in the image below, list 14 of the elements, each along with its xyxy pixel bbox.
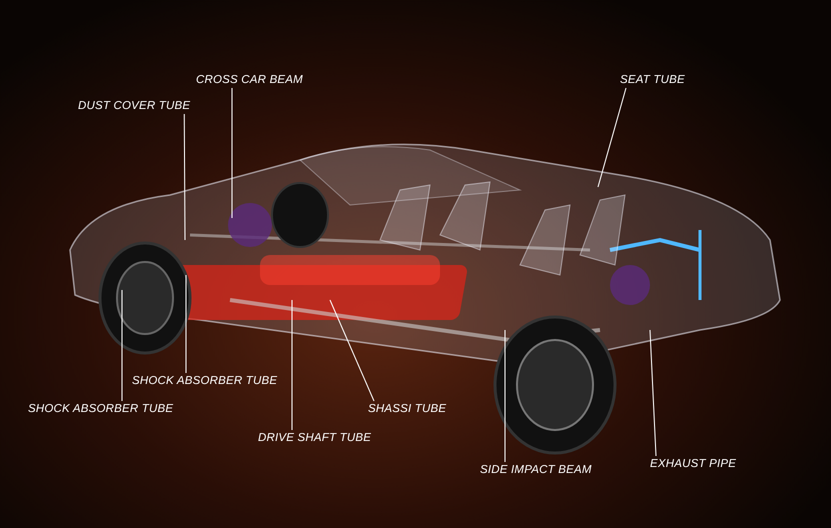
leader-line [598,88,626,188]
leader-line [184,114,186,240]
part-label: DUST COVER TUBE [78,100,190,112]
part-label: DRIVE SHAFT TUBE [258,432,372,444]
leader-line [504,330,506,462]
part-label: SIDE IMPACT BEAM [480,464,592,476]
part-label: EXHAUST PIPE [650,458,736,470]
leader-line [330,300,374,402]
part-label: SHASSI TUBE [368,403,446,415]
leader-line [650,330,656,456]
part-label: CROSS CAR BEAM [196,74,303,86]
part-label: SHOCK ABSORBER TUBE [28,403,174,415]
part-label: SHOCK ABSORBER TUBE [132,375,278,387]
part-label: SEAT TUBE [620,74,685,86]
